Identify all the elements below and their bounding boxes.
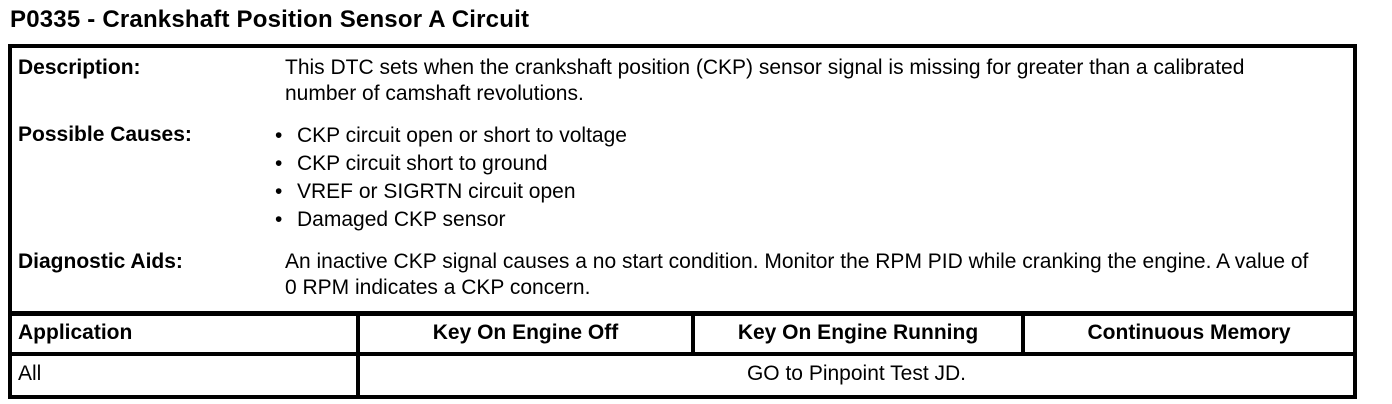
header-key-on-engine-running: Key On Engine Running [695,316,1025,352]
dtc-table: Description: This DTC sets when the cran… [8,44,1357,399]
possible-causes-content: CKP circuit open or short to voltage CKP… [285,122,1353,234]
possible-causes-label: Possible Causes: [18,123,192,146]
header-application: Application [12,316,360,352]
cause-item: VREF or SIGRTN circuit open [275,178,1321,206]
diagnostic-aids-text: An inactive CKP signal causes a no start… [285,250,1309,299]
description-text: This DTC sets when the crankshaft positi… [285,56,1245,105]
application-cell: All [12,356,360,395]
dtc-info-section: Description: This DTC sets when the cran… [12,48,1353,311]
possible-causes-row: Possible Causes: CKP circuit open or sho… [12,122,1353,234]
action-cell: GO to Pinpoint Test JD. [746,362,967,385]
page-title: P0335 - Crankshaft Position Sensor A Cir… [10,6,530,33]
possible-causes-list: CKP circuit open or short to voltage CKP… [275,122,1321,234]
application-table-header: Application Key On Engine Off Key On Eng… [12,311,1353,356]
diagnostic-aids-label: Diagnostic Aids: [18,250,183,273]
table-row: All GO to Pinpoint Test JD. [12,356,1353,395]
diagnostic-aids-row: Diagnostic Aids: An inactive CKP signal … [12,249,1353,301]
description-label: Description: [18,56,141,79]
cause-item: CKP circuit short to ground [275,150,1321,178]
cause-item: CKP circuit open or short to voltage [275,122,1321,150]
description-row: Description: This DTC sets when the cran… [12,55,1353,107]
header-key-on-engine-off: Key On Engine Off [360,316,695,352]
header-continuous-memory: Continuous Memory [1087,321,1291,344]
cause-item: Damaged CKP sensor [275,206,1321,234]
